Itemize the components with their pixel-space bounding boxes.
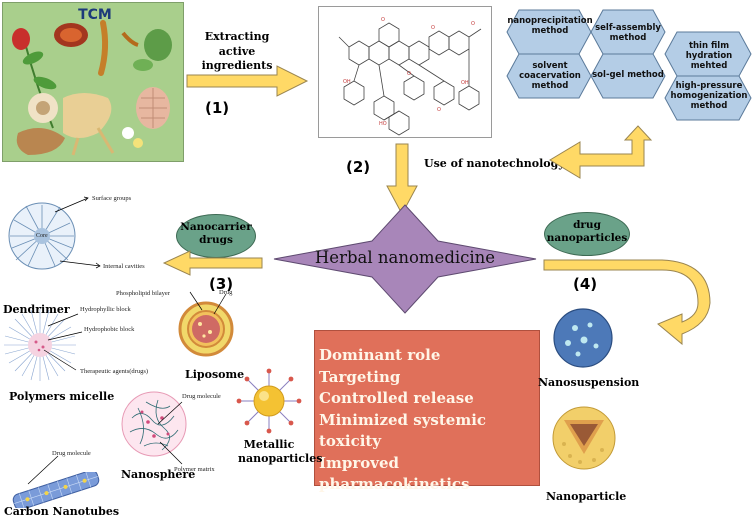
nanosphere-drug-label: Drug molecule: [182, 393, 221, 400]
micelle-drawing: [4, 309, 76, 381]
method-sol-gel: sol-gel method: [592, 70, 664, 80]
micelle-hydrophobic-label: Hydrophobic block: [84, 326, 135, 333]
micelle-hydrophilic-label: Hydrophyllic block: [80, 306, 131, 313]
center-label: Herbal nanomedicine: [314, 248, 496, 267]
nanosphere-arrows: [157, 401, 183, 465]
liposome-label: Liposome: [185, 368, 245, 381]
step2-number: (2): [346, 158, 371, 176]
advantages-box: Dominant role Targeting Controlled relea…: [314, 330, 540, 493]
svg-text:HO: HO: [379, 121, 387, 127]
nanotube-drawing: [12, 472, 100, 508]
nanotube-drug-label: Drug molecule: [52, 450, 91, 457]
nanoparticle-label: Nanoparticle: [546, 490, 627, 503]
nanotube-arrow: [27, 455, 59, 485]
tcm-panel: TCM: [2, 2, 184, 162]
molecule-drawing: O O OH O OH HO O O: [338, 17, 482, 136]
nanosuspension-label: Nanosuspension: [538, 376, 640, 389]
metallic-nanoparticle-drawing: [236, 368, 302, 434]
svg-text:OH: OH: [461, 80, 469, 86]
methods-cluster: [506, 9, 752, 121]
svg-text:O: O: [437, 107, 441, 113]
nanosuspension-drawing: [553, 308, 613, 368]
dendrimer-label: Dendrimer: [3, 303, 70, 316]
step1-arrow: [186, 65, 309, 97]
advantage-item: Targeting: [319, 367, 401, 386]
advantage-item: Minimized systemic toxicity: [319, 410, 487, 451]
step3-number: (3): [209, 275, 234, 293]
chemical-structure-panel: O O OH O OH HO O O: [318, 6, 492, 138]
herbs-illustration: [12, 20, 172, 156]
advantage-item: Dominant role: [319, 346, 441, 364]
step2-arrow: [386, 143, 418, 216]
nanosphere-label: Nanosphere: [121, 468, 196, 481]
micelle-arrows: [43, 313, 83, 371]
svg-text:O: O: [471, 21, 475, 27]
micelle-label: Polymers micelle: [9, 390, 115, 403]
liposome-drug-label: Drug: [219, 289, 233, 296]
step3-arrow: [162, 250, 263, 276]
liposome-drawing: [178, 301, 234, 357]
dendrimer-drawing: [8, 196, 101, 270]
dendrimer-cavities-label: Internal cavities: [103, 263, 145, 270]
advantage-item: Improved pharmacokinetics: [319, 453, 470, 494]
hex-high-pressure: [664, 75, 752, 121]
step2-label: Use of nanotechnology: [424, 157, 565, 170]
liposome-bilayer-label: Phospholipid bilayer: [116, 290, 170, 297]
svg-text:OH: OH: [343, 79, 351, 85]
nanosphere-drawing: [121, 391, 187, 457]
herbal-nanomedicine-star: [273, 204, 537, 314]
hex-sol-gel: [590, 53, 666, 99]
nanoparticle-drawing: [552, 406, 616, 470]
svg-text:O: O: [381, 17, 385, 23]
svg-text:O: O: [407, 71, 411, 77]
nanosphere-matrix-label: Polymer matrix: [174, 466, 215, 473]
step4-arrow: [543, 259, 711, 346]
svg-text:O: O: [431, 25, 435, 31]
tcm-title: TCM: [78, 7, 112, 23]
nanotech-return-arrow: [549, 125, 653, 179]
dendrimer-core-label: Core: [36, 233, 48, 239]
step1-number: (1): [205, 99, 230, 117]
liposome-arrows: [189, 291, 227, 315]
nanotube-label: Carbon Nanotubes: [4, 505, 120, 518]
micelle-therapeutic-label: Therapeutic agents(drugs): [80, 368, 149, 375]
step4-number: (4): [573, 275, 598, 293]
dendrimer-surface-label: Surface groups: [92, 195, 132, 202]
step1-label: Extracting active ingredients: [201, 30, 273, 72]
advantage-item: Controlled release: [319, 389, 474, 407]
